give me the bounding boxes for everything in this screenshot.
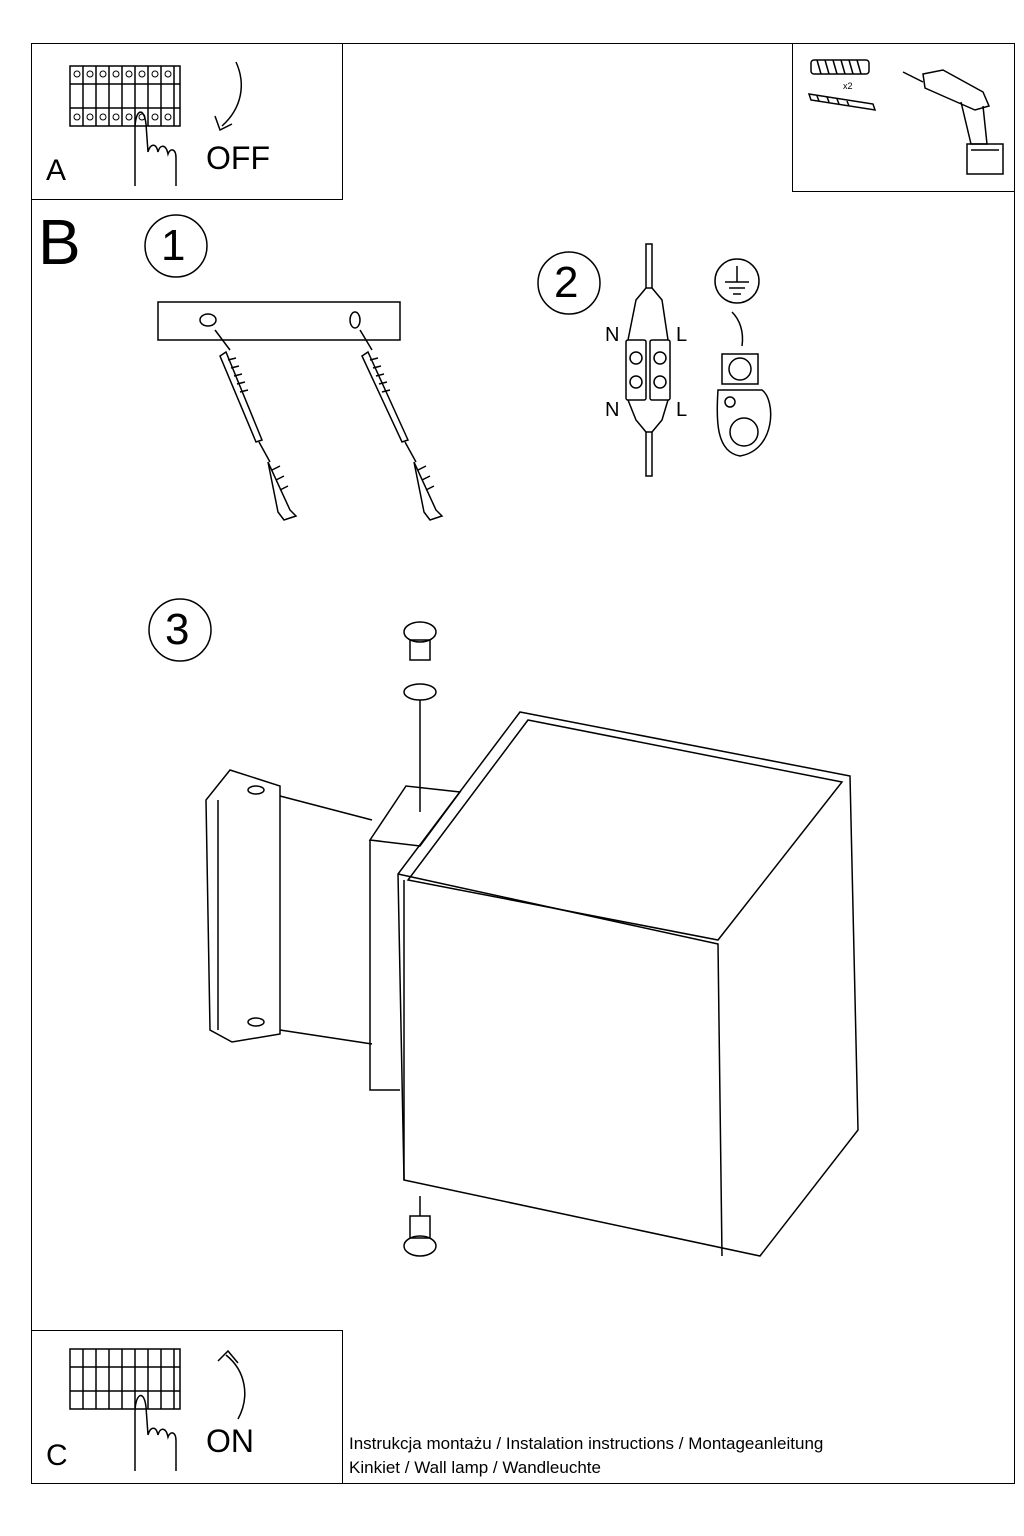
tools-panel: x2	[792, 43, 1015, 192]
step-1-circle	[144, 214, 208, 278]
terminal-block-icon	[625, 243, 671, 477]
wall-anchor-icon	[810, 59, 870, 75]
breaker-off-illustration	[69, 61, 243, 186]
ground-icon	[714, 258, 772, 457]
step-1-number: 1	[161, 221, 186, 270]
lamp-cube-icon	[397, 711, 859, 1257]
page-frame	[31, 43, 1015, 1484]
back-block-icon	[368, 785, 462, 1091]
breaker-on-illustration	[69, 1348, 246, 1471]
left-screw-icon	[214, 329, 298, 521]
section-a-letter: A	[46, 154, 67, 187]
step-3-number: 3	[165, 605, 190, 654]
top-screw-icon	[403, 621, 437, 812]
bottom-screw-icon	[403, 1196, 437, 1257]
screw-icon	[807, 93, 877, 111]
footer-text: Instrukcja montażu / Instalation instruc…	[349, 1432, 823, 1480]
mounting-plate	[157, 301, 401, 341]
anchor-count-label: x2	[843, 81, 853, 91]
footer-line-1: Instrukcja montażu / Instalation instruc…	[349, 1434, 824, 1453]
section-b-letter: B	[38, 206, 81, 278]
live-label-top: L	[676, 324, 688, 346]
neutral-label-bottom: N	[605, 399, 620, 421]
section-c-letter: C	[46, 1439, 68, 1472]
on-label: ON	[206, 1423, 254, 1459]
step-2-circle	[537, 251, 601, 315]
off-label: OFF	[206, 140, 270, 176]
right-screw-icon	[359, 329, 444, 521]
tools-illustration	[807, 59, 1004, 175]
bracket-icon	[205, 769, 373, 1045]
step-2-number: 2	[554, 258, 579, 307]
step-3-circle	[148, 598, 212, 662]
section-c-panel: C ON	[31, 1330, 343, 1484]
section-a-panel: A OFF	[31, 43, 343, 200]
drill-icon	[902, 69, 1004, 175]
live-label-bottom: L	[676, 399, 688, 421]
footer-line-2: Kinkiet / Wall lamp / Wandleuchte	[349, 1458, 601, 1477]
neutral-label-top: N	[605, 324, 620, 346]
